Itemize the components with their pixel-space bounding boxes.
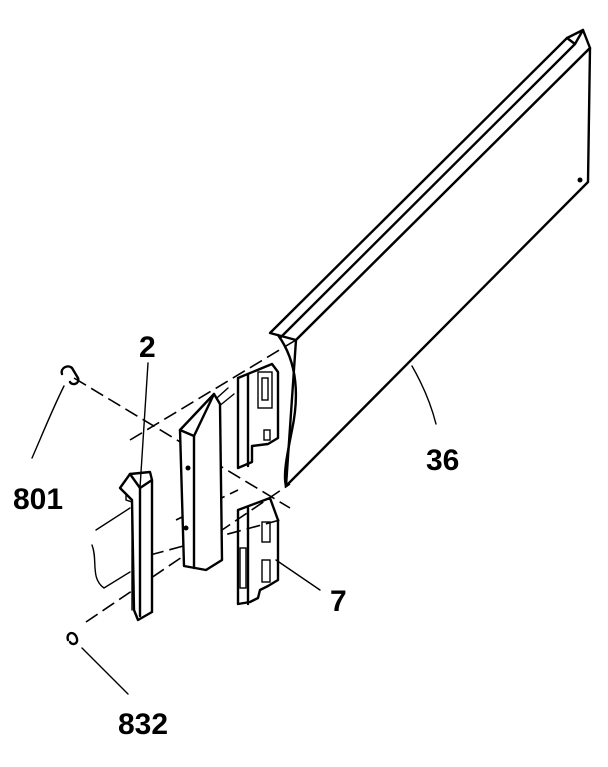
label-washer: 832 bbox=[118, 708, 168, 741]
bracket-plate bbox=[178, 392, 224, 572]
screw-part-801 bbox=[60, 365, 80, 386]
label-screw: 801 bbox=[13, 483, 63, 516]
clip-part-7 bbox=[236, 362, 280, 606]
rail-part-36 bbox=[268, 28, 592, 488]
washer-part-832 bbox=[66, 631, 79, 646]
label-clip: 7 bbox=[330, 585, 347, 618]
label-bracket: 2 bbox=[139, 331, 156, 364]
bracket-part-2 bbox=[118, 470, 154, 622]
label-rail: 36 bbox=[426, 444, 459, 477]
leader-lines bbox=[31, 362, 437, 695]
